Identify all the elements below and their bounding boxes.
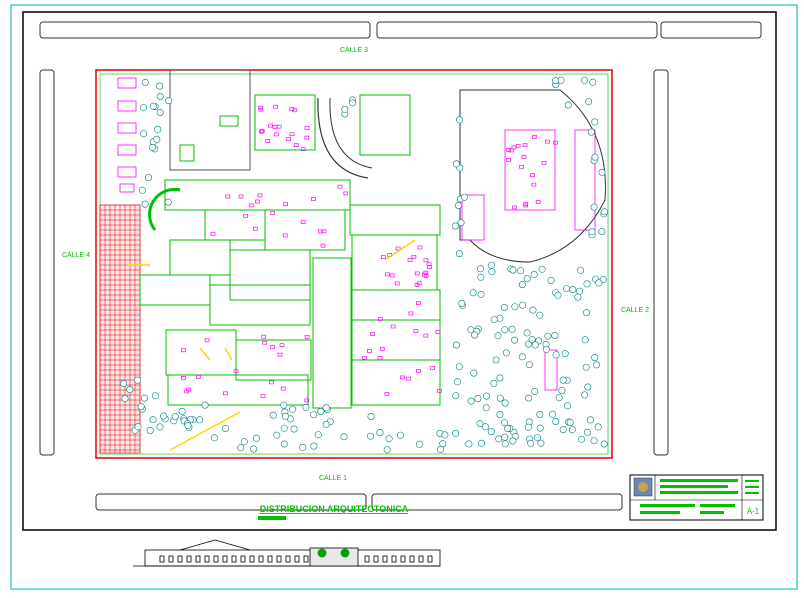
property-boundary (95, 69, 613, 459)
street-blocks (39, 21, 762, 511)
title-underline-block (258, 516, 286, 520)
street-label-west: CALLE 4 (62, 252, 90, 259)
sheet-number: A-1 (747, 507, 760, 516)
drawing-frame (22, 11, 777, 531)
service-yard (169, 69, 251, 171)
building-elevation (133, 539, 441, 567)
parking-loop (459, 89, 606, 263)
title-block: A-1 (629, 474, 764, 521)
drawing-title: DISTRIBUCION ARQUITECTONICA (260, 504, 409, 514)
parking-nw (117, 77, 137, 193)
accent-lines (128, 239, 416, 451)
street-label-east: CALLE 2 (621, 307, 649, 314)
building-walls (139, 94, 441, 409)
outer-frame (10, 4, 798, 590)
street-label-south: CALLE 1 (319, 475, 347, 482)
curved-entrance (148, 187, 181, 231)
landscape-trees (120, 76, 608, 454)
paving-grid (99, 204, 141, 454)
parking-east (461, 129, 596, 391)
furniture (181, 104, 558, 403)
street-label-north: CALLE 3 (340, 47, 368, 54)
